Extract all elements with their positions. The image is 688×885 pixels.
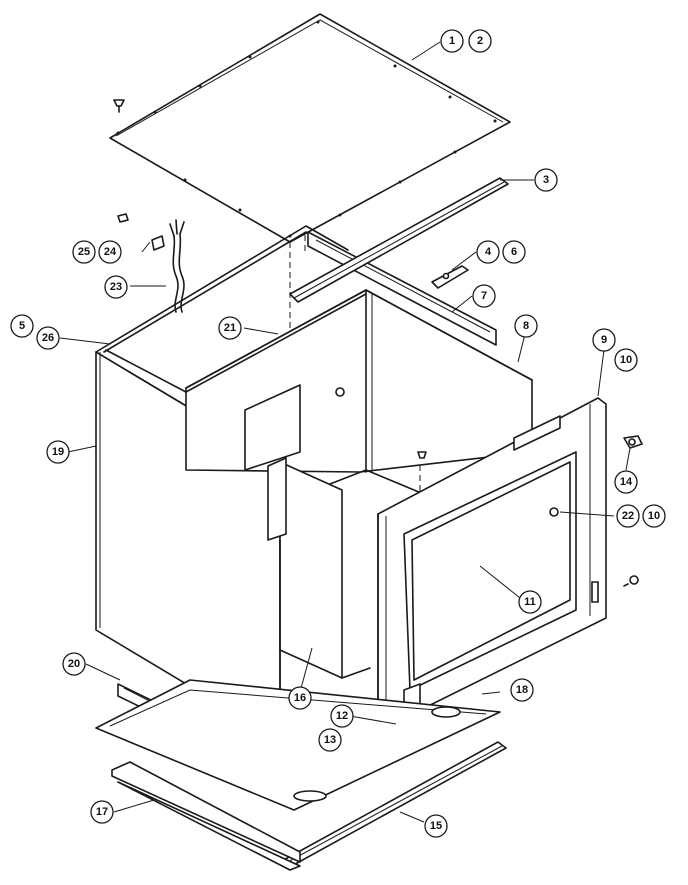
svg-text:25: 25 — [78, 246, 90, 258]
svg-text:5: 5 — [19, 320, 25, 332]
svg-text:1: 1 — [449, 35, 455, 47]
svg-text:22: 22 — [622, 510, 634, 522]
svg-text:18: 18 — [516, 684, 528, 696]
callout-23: 23 — [104, 275, 128, 299]
svg-text:13: 13 — [324, 734, 336, 746]
clip-icon — [623, 435, 643, 449]
svg-text:17: 17 — [96, 806, 108, 818]
svg-text:2: 2 — [477, 35, 483, 47]
svg-text:19: 19 — [52, 446, 64, 458]
callout-6: 6 — [502, 240, 526, 264]
callout-22: 22 — [616, 504, 640, 528]
small-screw-icon — [623, 575, 639, 587]
callout-17: 17 — [90, 800, 114, 824]
svg-text:8: 8 — [523, 320, 529, 332]
callout-18: 18 — [510, 678, 534, 702]
callout-10-top: 10 — [614, 348, 638, 372]
callout-16: 16 — [288, 686, 312, 710]
svg-text:10: 10 — [648, 510, 660, 522]
cabinet-body — [95, 225, 535, 749]
callout-2: 2 — [468, 29, 492, 53]
base-assembly — [95, 679, 507, 871]
callout-15: 15 — [424, 814, 448, 838]
svg-text:4: 4 — [485, 246, 492, 258]
bracket-part-4 — [431, 265, 469, 289]
svg-text:9: 9 — [601, 334, 607, 346]
callout-7: 7 — [472, 284, 496, 308]
callout-21: 21 — [218, 316, 242, 340]
callout-11: 11 — [518, 590, 542, 614]
svg-text:26: 26 — [42, 332, 54, 344]
wire-harness — [117, 213, 185, 313]
svg-text:23: 23 — [110, 281, 122, 293]
svg-text:16: 16 — [294, 692, 306, 704]
callout-20: 20 — [62, 652, 86, 676]
callout-13: 13 — [318, 728, 342, 752]
svg-text:12: 12 — [336, 710, 348, 722]
callout-1: 1 — [440, 29, 464, 53]
svg-text:3: 3 — [543, 174, 549, 186]
callout-19: 19 — [46, 440, 70, 464]
alignment-lines — [289, 235, 421, 500]
callout-14: 14 — [614, 470, 638, 494]
svg-text:24: 24 — [104, 246, 117, 258]
callout-8: 8 — [514, 314, 538, 338]
front-frame — [377, 397, 607, 727]
callout-25: 25 — [72, 240, 96, 264]
svg-text:20: 20 — [68, 658, 80, 670]
svg-text:15: 15 — [430, 820, 442, 832]
callout-24: 24 — [98, 240, 122, 264]
svg-text:21: 21 — [224, 322, 236, 334]
top-panel — [109, 13, 511, 243]
callout-26: 26 — [36, 326, 60, 350]
callout-3: 3 — [534, 168, 558, 192]
callout-4: 4 — [476, 240, 500, 264]
svg-text:11: 11 — [524, 596, 536, 608]
svg-text:7: 7 — [481, 290, 487, 302]
screw-icon — [113, 99, 125, 113]
callout-5: 5 — [10, 314, 34, 338]
svg-text:6: 6 — [511, 246, 517, 258]
rail-part-3 — [289, 177, 509, 303]
svg-text:14: 14 — [620, 476, 633, 488]
leader-lines — [59, 41, 631, 823]
callout-12: 12 — [330, 704, 354, 728]
callout-10-bottom: 10 — [642, 504, 666, 528]
callout-9: 9 — [592, 328, 616, 352]
svg-text:10: 10 — [620, 354, 632, 366]
